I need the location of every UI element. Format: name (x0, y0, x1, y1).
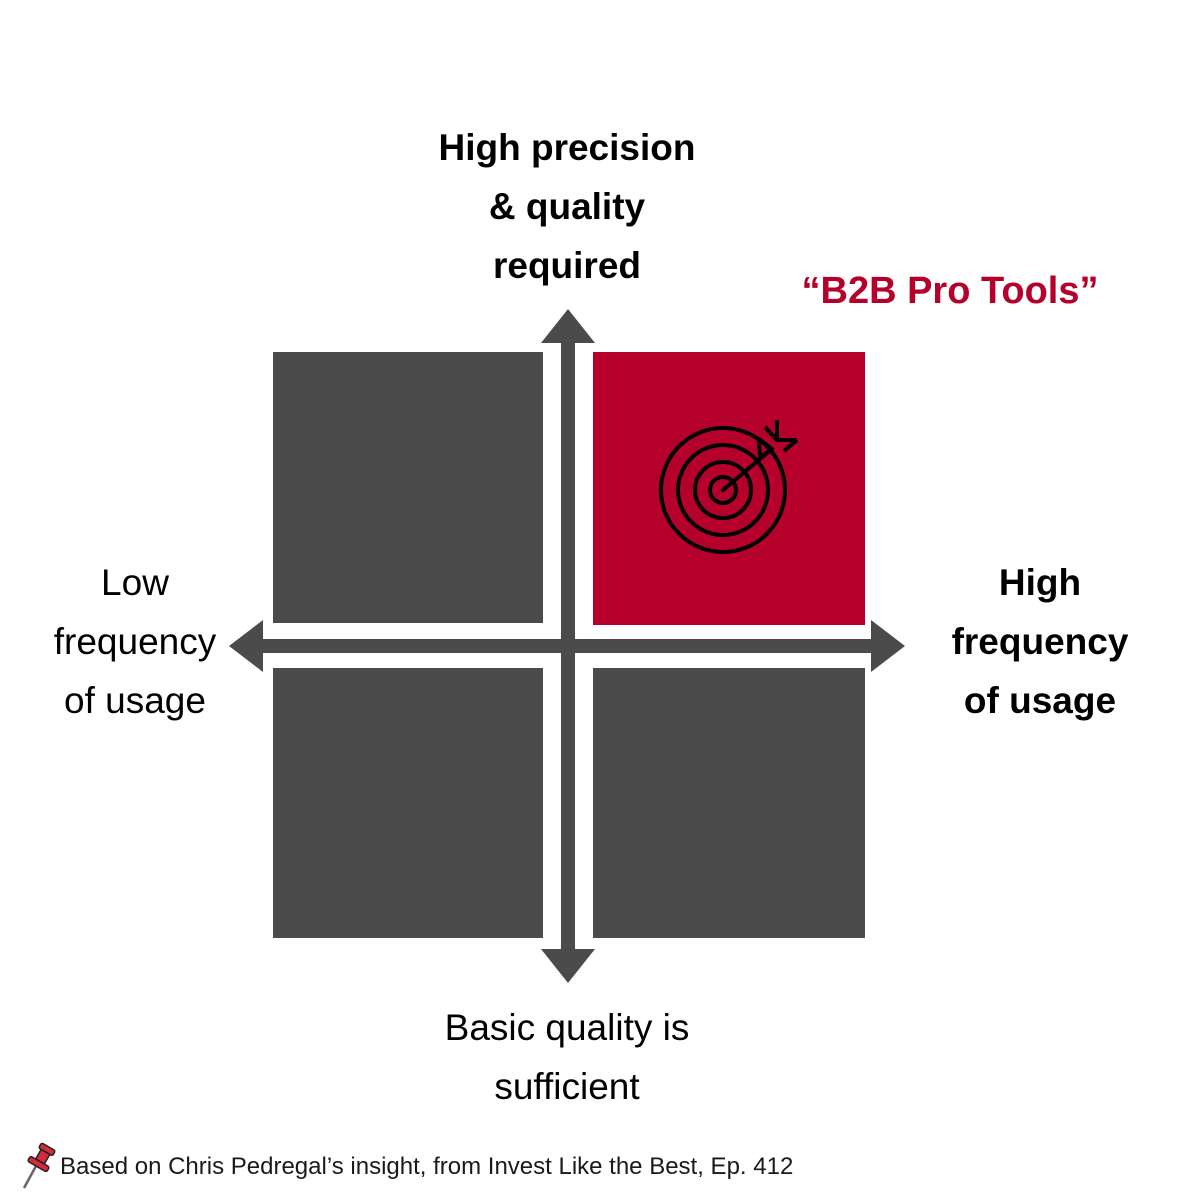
highlight-quadrant-label: “B2B Pro Tools” (801, 270, 1099, 312)
arrow-down-icon (541, 949, 595, 983)
quadrant-top-left (273, 352, 543, 623)
arrow-up-icon (541, 309, 595, 343)
y-axis-bottom-label: Basic quality is sufficient (444, 1007, 690, 1107)
x-axis-left-label: Low frequency of usage (53, 562, 217, 721)
arrow-left-icon (229, 620, 263, 672)
arrow-right-icon (871, 620, 905, 672)
quadrant-bottom-right (593, 668, 865, 938)
pushpin-icon (22, 1142, 56, 1189)
footnote: Based on Chris Pedregal’s insight, from … (22, 1142, 793, 1192)
quadrant-bottom-left (273, 668, 543, 938)
quadrant-top-right (593, 352, 865, 625)
footnote-text: Based on Chris Pedregal’s insight, from … (60, 1153, 794, 1180)
x-axis-right-label: High frequency of usage (951, 562, 1129, 721)
target-arrow-icon (659, 420, 799, 554)
y-axis-top-label: High precision & quality required (438, 127, 696, 286)
